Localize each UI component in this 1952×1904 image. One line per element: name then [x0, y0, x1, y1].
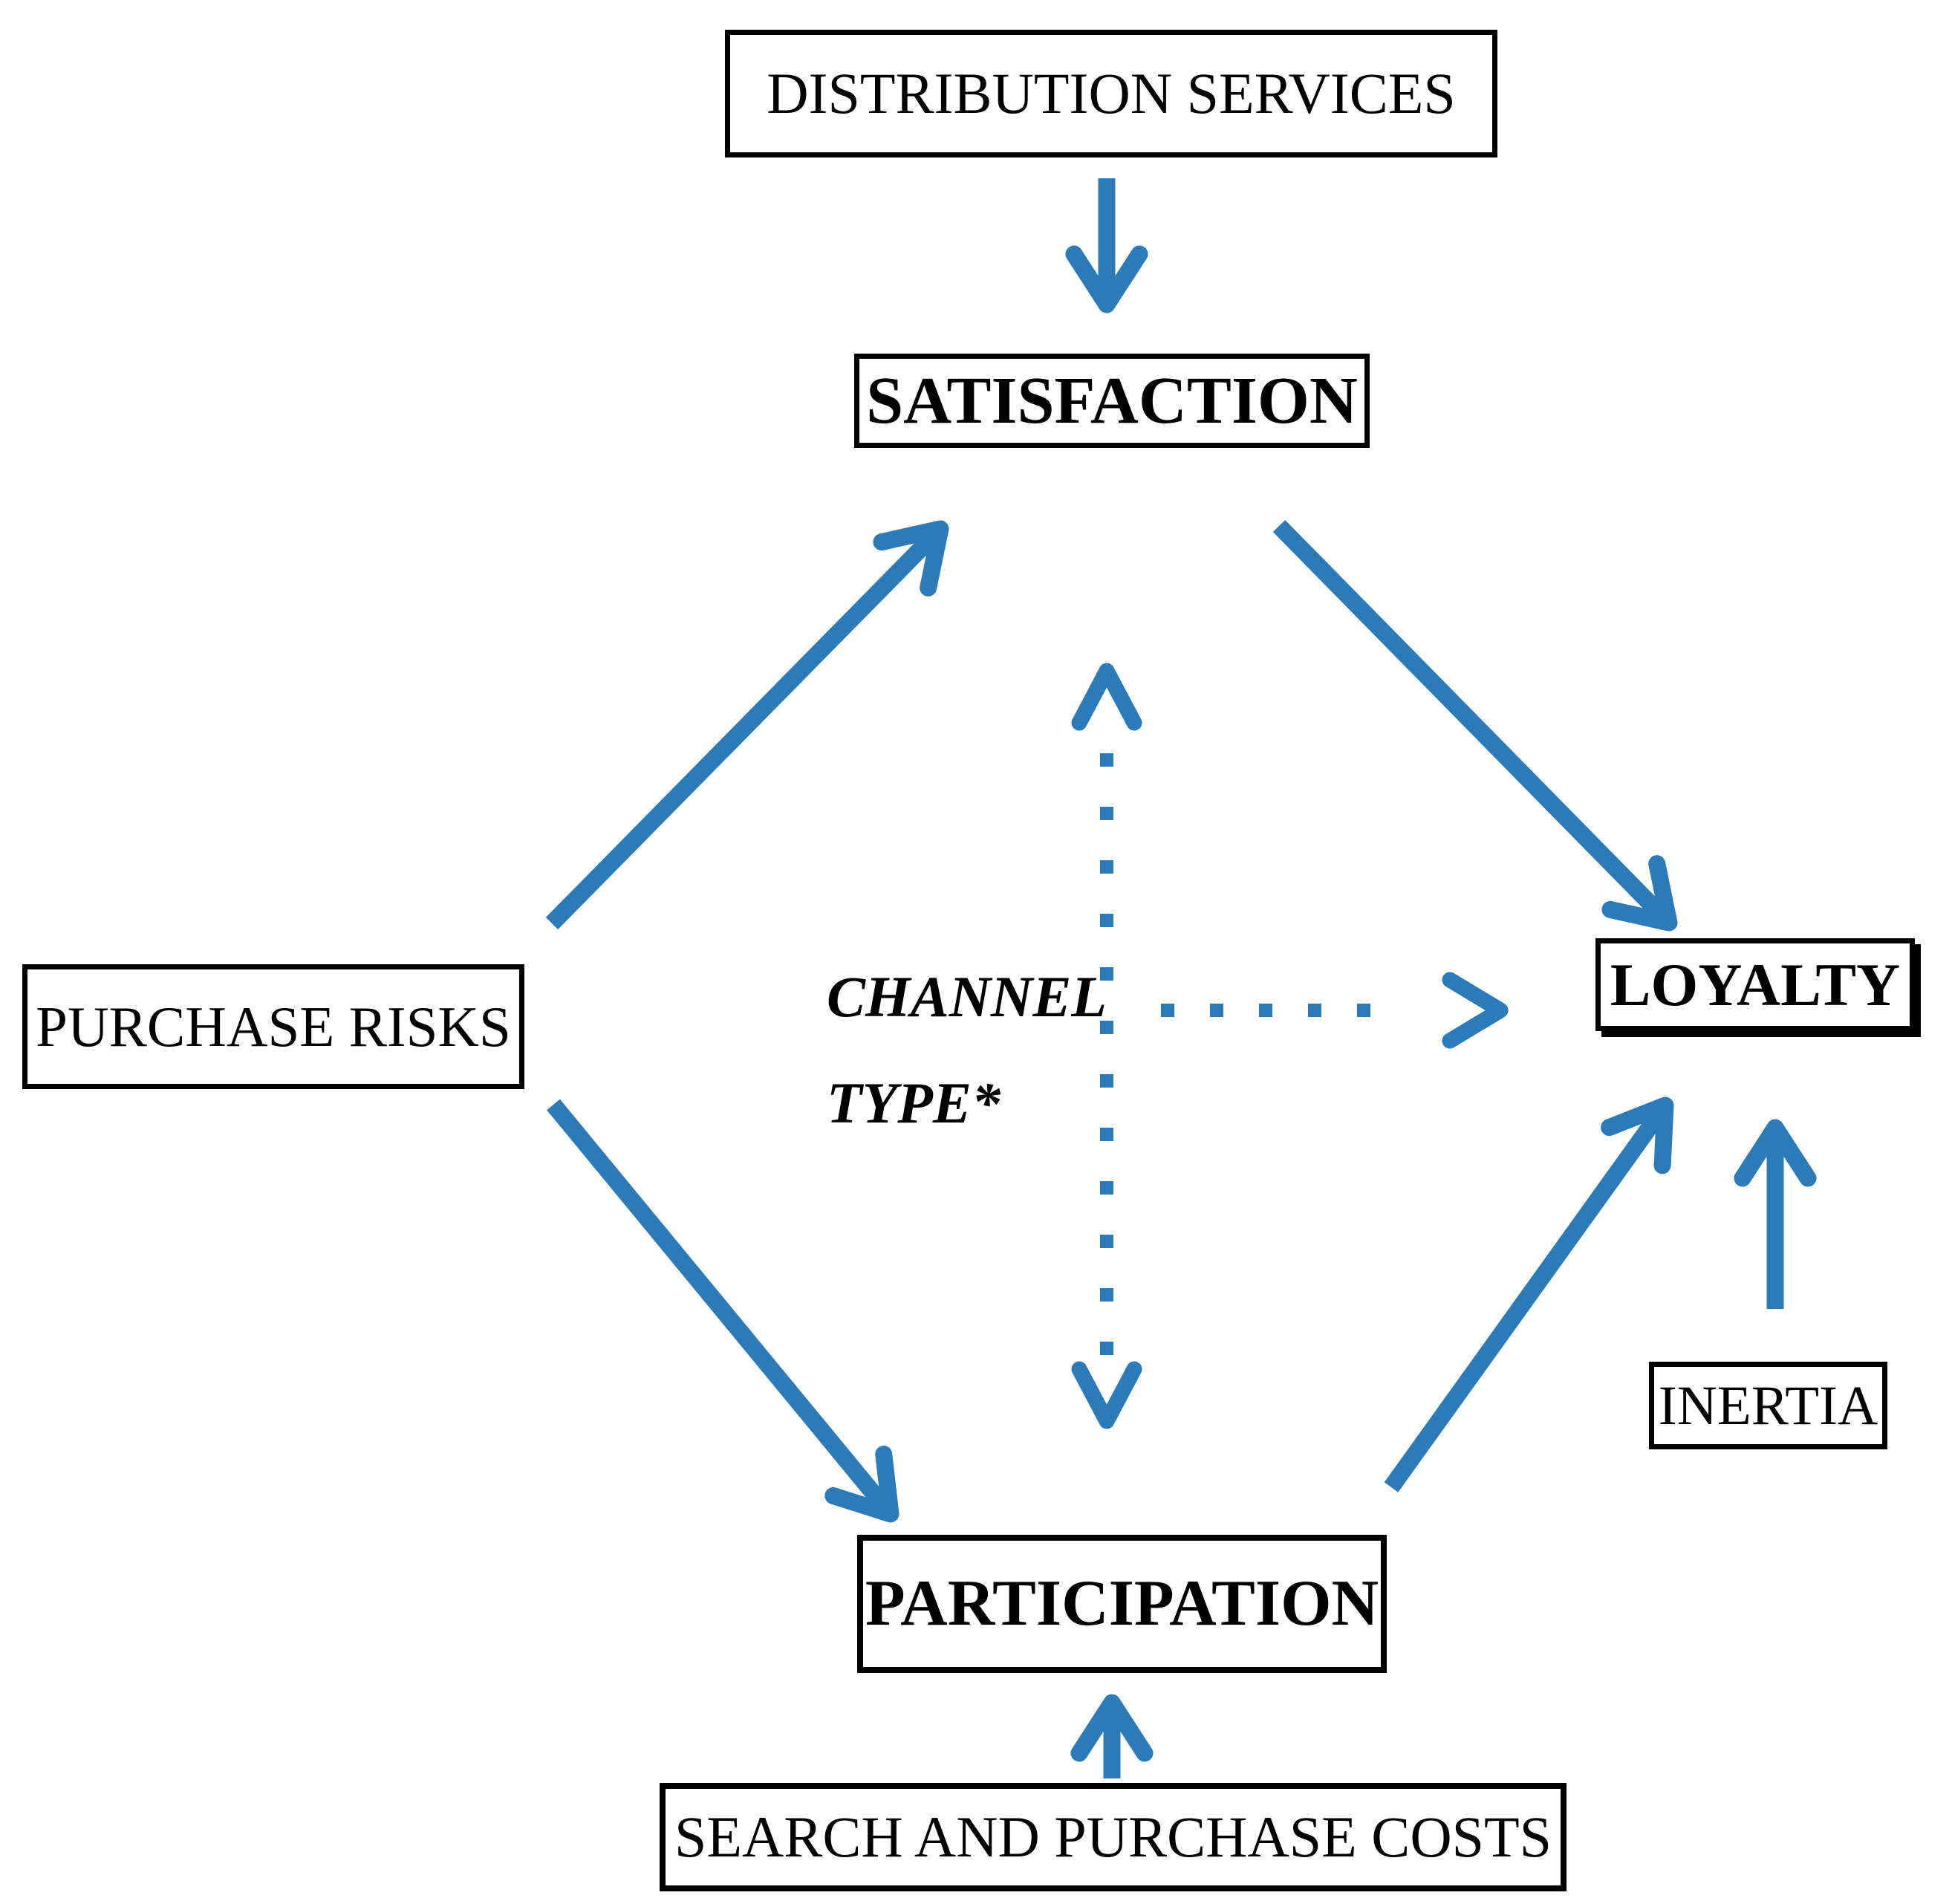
satisfaction-label: SATISFACTION — [866, 363, 1358, 438]
node-purchase-risks: PURCHASE RISKS — [22, 964, 524, 1089]
distribution-services-label: DISTRIBUTION SERVICES — [767, 61, 1456, 126]
node-inertia: INERTIA — [1649, 1362, 1887, 1449]
node-search-and-purchase-costs: SEARCH AND PURCHASE COSTS — [660, 1783, 1567, 1891]
arrow-participation-to-loyalty — [1384, 1096, 1674, 1492]
dotted-arrowhead-right — [1442, 972, 1509, 1049]
arrow-purchase-risks-to-satisfaction — [545, 520, 949, 930]
arrow-satisfaction-to-loyalty — [1272, 519, 1678, 932]
arrow-purchase-risks-to-participation — [547, 1099, 899, 1523]
purchase-risks-label: PURCHASE RISKS — [36, 994, 511, 1059]
dotted-arrowhead-up — [1071, 663, 1142, 731]
channel-type-moderator-label: CHANNEL TYPE* — [827, 943, 1107, 1156]
node-participation: PARTICIPATION — [857, 1535, 1387, 1673]
channel-type-line2: TYPE* — [827, 1070, 1001, 1135]
node-distribution-services: DISTRIBUTION SERVICES — [725, 30, 1497, 157]
search-and-purchase-costs-label: SEARCH AND PURCHASE COSTS — [674, 1804, 1552, 1869]
channel-type-line1: CHANNEL — [827, 964, 1107, 1029]
loyalty-label: LOYALTY — [1610, 950, 1901, 1018]
node-satisfaction: SATISFACTION — [854, 354, 1370, 448]
node-loyalty: LOYALTY — [1595, 938, 1915, 1031]
participation-label: PARTICIPATION — [865, 1567, 1379, 1640]
dotted-arrowhead-down — [1071, 1361, 1142, 1429]
inertia-label: INERTIA — [1658, 1374, 1878, 1437]
